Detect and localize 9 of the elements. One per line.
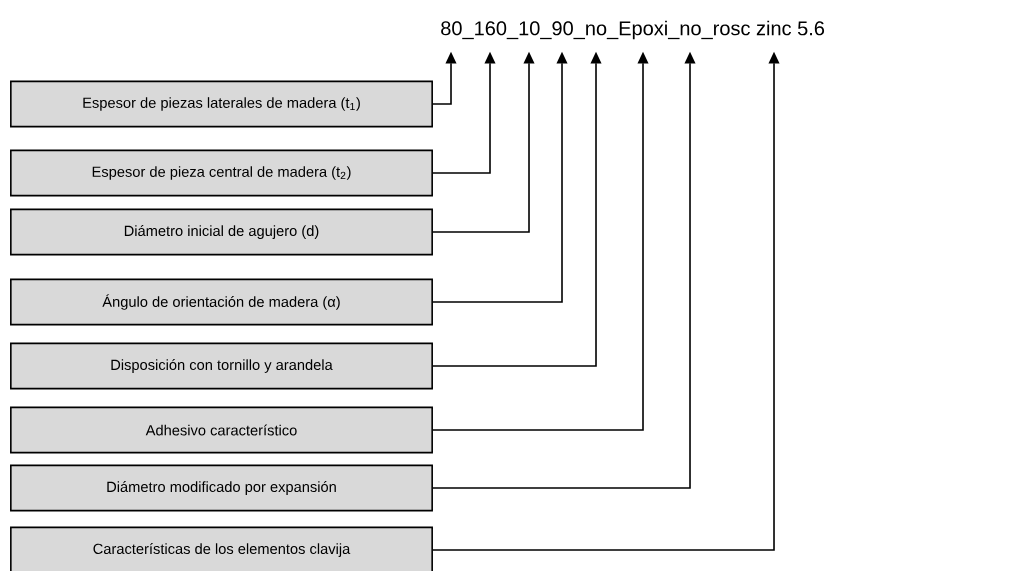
label-box: Espesor de piezas laterales de madera (t$_{1}$) xyxy=(10,80,433,128)
label-box: Diámetro modificado por expansión xyxy=(10,464,433,512)
label-box: Disposición con tornillo y arandela xyxy=(10,342,433,390)
label-box: Adhesivo característico xyxy=(10,406,433,454)
label-box: Ángulo de orientación de madera (α) xyxy=(10,278,433,326)
label-box: Características de los elementos clavija xyxy=(10,526,433,571)
label-box: Espesor de pieza central de madera (t$_{2}$) xyxy=(10,149,433,197)
label-box: Diámetro inicial de agujero (d) xyxy=(10,208,433,256)
code-string: 80_160_10_90_no_Epoxi_no_rosc zinc 5.6 xyxy=(441,20,825,40)
